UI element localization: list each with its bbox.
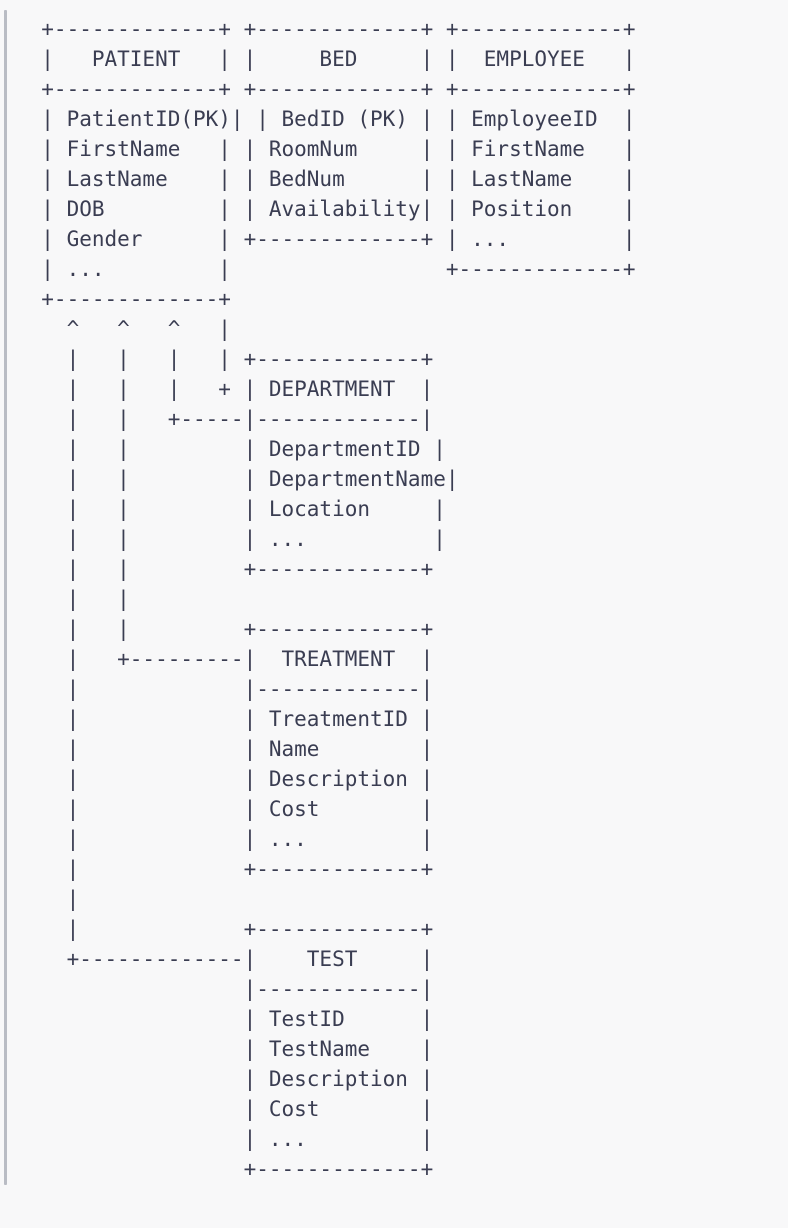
- ascii-er-diagram: +-------------+ +-------------+ +-------…: [41, 17, 636, 1181]
- code-block-left-rail: [4, 10, 7, 1185]
- ascii-diagram-block: +-------------+ +-------------+ +-------…: [4, 10, 636, 1185]
